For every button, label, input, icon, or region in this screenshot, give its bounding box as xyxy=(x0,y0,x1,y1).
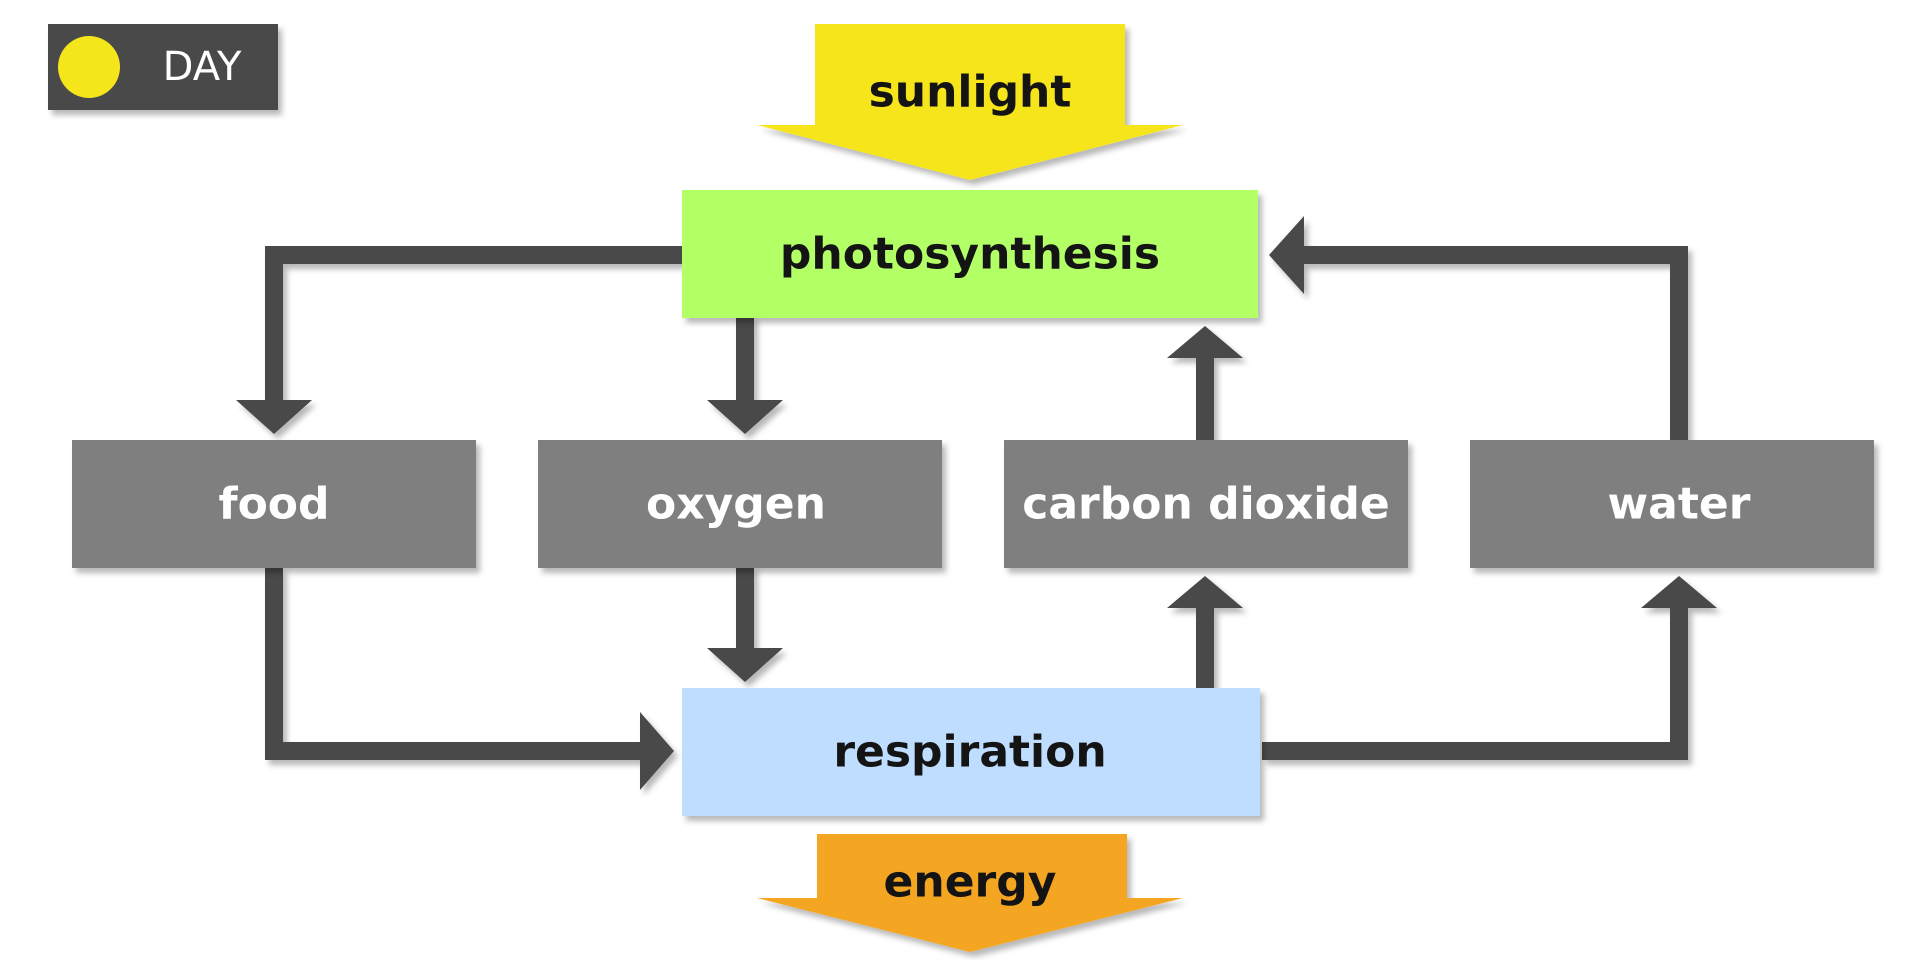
oxygen-to-respiration-arrowhead xyxy=(707,648,783,682)
carbon-dioxide-box-shape xyxy=(1004,440,1408,568)
photosynthesis-to-food-arrow xyxy=(236,246,682,434)
respiration-to-water-arrowhead xyxy=(1641,576,1717,608)
sunlight-label: sunlight xyxy=(869,67,1072,118)
water-label: water xyxy=(1608,479,1751,530)
carbon-dioxide-box: carbon dioxide xyxy=(1004,440,1408,568)
carbon-dioxide-to-photosynthesis-arrow xyxy=(1167,326,1243,440)
water-box: water xyxy=(1470,440,1874,568)
photosynthesis-box-shape xyxy=(682,190,1258,318)
respiration-to-carbon-dioxide-arrow xyxy=(1167,576,1243,690)
energy-arrow-shape xyxy=(757,834,1183,952)
photosynthesis-to-oxygen-line xyxy=(736,316,754,400)
food-to-respiration-arrow xyxy=(265,568,674,790)
carbon-dioxide-to-photosynthesis-arrowhead xyxy=(1167,326,1243,358)
food-box: food xyxy=(72,440,476,568)
oxygen-to-respiration-arrow xyxy=(707,566,783,682)
photosynthesis-to-oxygen-arrowhead xyxy=(707,400,783,434)
water-to-photosynthesis-arrow xyxy=(1269,216,1688,440)
oxygen-box-shape xyxy=(538,440,942,568)
photosynthesis-box: photosynthesis xyxy=(682,190,1258,318)
water-box-shape xyxy=(1470,440,1874,568)
day-badge-label: DAY xyxy=(163,44,242,90)
respiration-label: respiration xyxy=(833,727,1106,778)
connectors xyxy=(236,216,1717,790)
photosynthesis-to-food-line xyxy=(265,246,682,400)
sunlight-arrow: sunlight xyxy=(757,24,1183,180)
respiration-box: respiration xyxy=(682,688,1260,816)
food-to-respiration-arrowhead xyxy=(640,712,674,790)
day-badge: DAY xyxy=(48,24,278,110)
oxygen-to-respiration-line xyxy=(736,566,754,650)
respiration-box-shape xyxy=(682,688,1260,816)
energy-label: energy xyxy=(884,857,1057,908)
respiration-to-water-line xyxy=(1262,606,1688,760)
oxygen-label: oxygen xyxy=(646,479,826,530)
photosynthesis-to-oxygen-arrow xyxy=(707,316,783,434)
photosynthesis-label: photosynthesis xyxy=(780,229,1160,280)
food-label: food xyxy=(218,479,329,530)
carbon-dioxide-to-photosynthesis-line xyxy=(1196,358,1214,440)
respiration-to-carbon-dioxide-line xyxy=(1196,606,1214,690)
oxygen-box: oxygen xyxy=(538,440,942,568)
respiration-to-water-arrow xyxy=(1262,576,1717,760)
sunlight-arrow-shape xyxy=(757,24,1183,180)
water-to-photosynthesis-arrowhead xyxy=(1269,216,1304,294)
respiration-to-carbon-dioxide-arrowhead xyxy=(1167,576,1243,608)
water-to-photosynthesis-line xyxy=(1304,246,1688,440)
sun-icon xyxy=(58,36,120,98)
food-box-shape xyxy=(72,440,476,568)
food-to-respiration-line xyxy=(265,568,640,760)
energy-arrow: energy xyxy=(757,834,1183,952)
photosynthesis-to-food-arrowhead xyxy=(236,400,312,434)
carbon-dioxide-label: carbon dioxide xyxy=(1022,479,1389,530)
